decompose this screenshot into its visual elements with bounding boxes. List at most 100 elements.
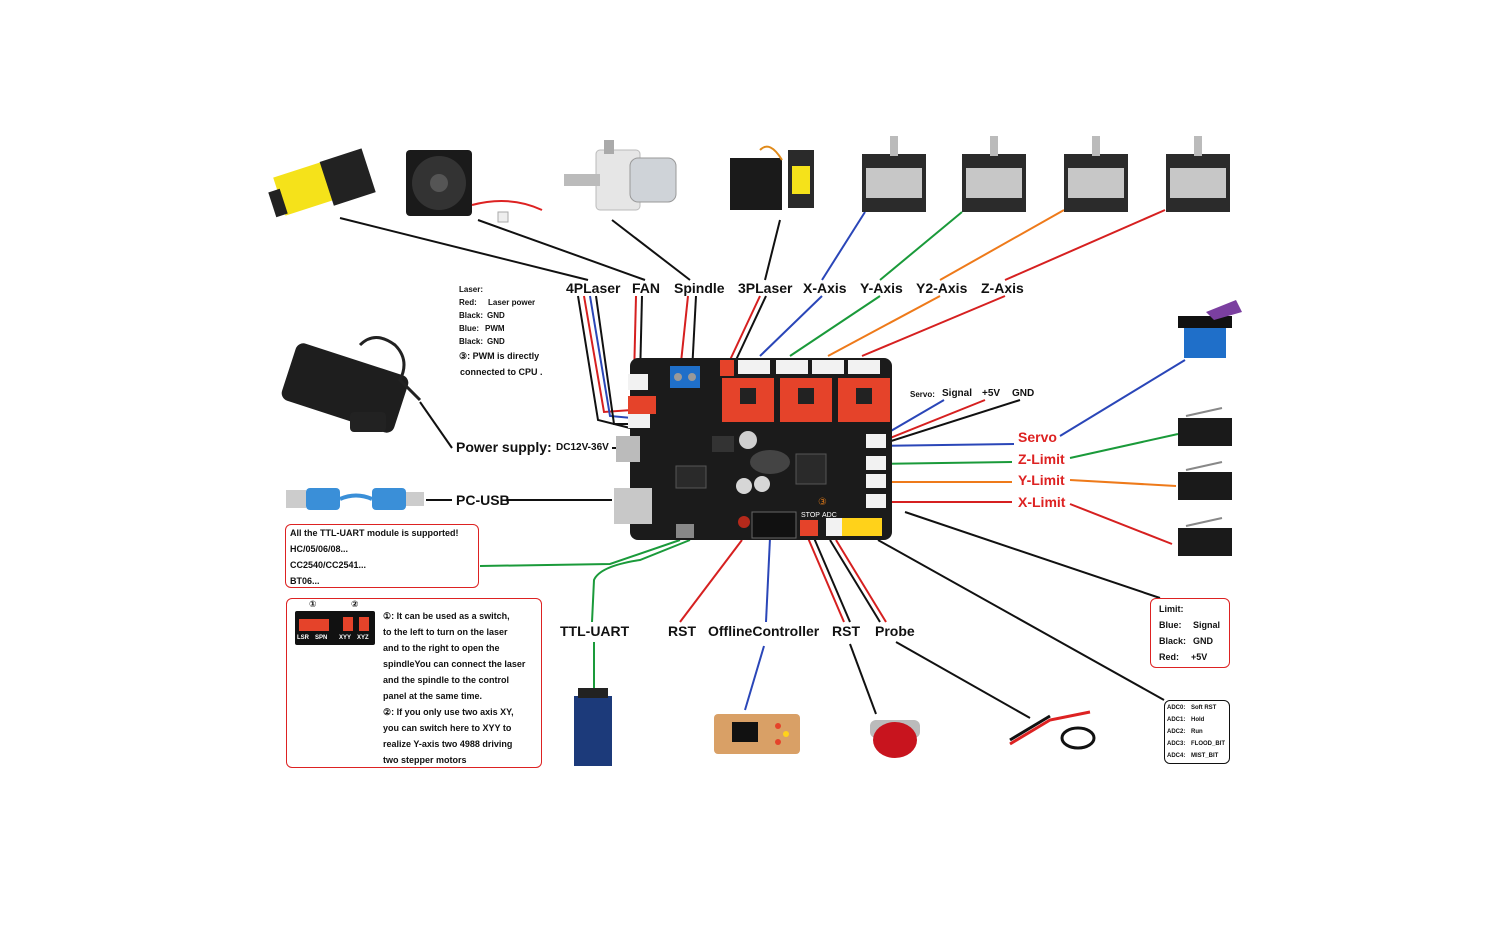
label-spindle: Spindle [674,280,725,296]
stepper-motor-icon [1064,136,1128,212]
offline-controller-icon [714,714,800,754]
label-power-supply: Power supply: [456,439,552,455]
usb-port [614,488,652,524]
wire-3p-red [729,295,761,361]
wire-z-limit [869,461,1013,465]
wire-limit-legend [904,511,1161,599]
laser-legend-key: Red: [459,298,477,307]
wire-y-limit-device [1069,479,1177,487]
limit-legend-val: Signal [1193,620,1221,630]
switch-text-line: two stepper motors [383,755,467,765]
header-y-limit [866,474,886,488]
adc-val: MIST_BIT [1191,753,1219,759]
power-adapter-icon [281,336,422,433]
servo-pin-gnd: GND [1012,388,1035,399]
uart-info-box: All the TTL-UART module is supported! HC… [285,524,479,588]
adc-val: FLOOD_BIT [1191,741,1225,747]
label-ttl-uart: TTL-UART [560,623,630,639]
laser-legend-val: Laser power [488,298,536,307]
label-x-axis: X-Axis [803,280,847,296]
limit-switch-icon [1178,461,1232,500]
wire-servo [871,443,1015,447]
header-fan [628,374,648,390]
wire-power [419,401,453,449]
label-y2-axis: Y2-Axis [916,280,968,296]
limit-switch-icon [1178,517,1232,556]
limit-legend-key: Blue: [1159,620,1182,630]
wire-probe-device [895,641,1031,719]
wire-servo-gnd [887,399,1021,443]
servo-icon [1178,300,1242,358]
laser-legend-val: GND [487,311,505,320]
wire-rst2-device [849,643,877,715]
servo-pin-signal: Signal [942,388,973,399]
header-x-limit [866,494,886,508]
wire-y2-to-board [827,295,941,357]
wire-z-limit-device [1069,433,1179,459]
spindle-icon [564,140,677,211]
jumper-panel: LSR SPN XYY XYZ [295,611,375,645]
adc-val: Hold [1191,717,1205,723]
jumper-label: LSR [297,635,309,641]
label-offline-controller: OfflineController [708,623,820,639]
header-y [776,360,808,374]
wire-x-axis [821,211,866,281]
wire-ttl-uart [591,539,691,623]
label-rst: RST [668,623,696,639]
board-stop-text: STOP [801,512,820,519]
switch-marker-1: ① [309,600,317,610]
adc-header [842,518,882,536]
adc-key: ADC0: [1167,705,1186,711]
switch-info-box: LSR SPN XYY XYZ ① ② ①: It can be used as… [286,598,542,768]
switch-text-line: to the left to turn on the laser [383,627,508,637]
wire-x-to-board [759,295,823,357]
wire-3p-black [735,295,767,361]
switch-marker-2: ② [351,600,359,610]
laser-module-icon [268,148,376,218]
servo-pin-5v: +5V [982,388,1001,399]
label-pc-usb: PC-USB [456,492,510,508]
jumper-label: XYZ [357,635,369,641]
laser-3pin-icon [730,145,814,210]
limit-legend-key: Black: [1159,636,1187,646]
limit-legend-val: GND [1193,636,1213,646]
wire-y2-axis [939,209,1065,281]
wire-uart-box [479,539,681,567]
laser-legend-key: Black: [459,311,484,320]
laser-legend-key: Blue: [459,324,479,333]
adc-legend-box: ADC0: Soft RST ADC1: Hold ADC2: Run ADC3… [1164,700,1230,764]
wire-servo-device [1059,359,1186,437]
limit-legend-val: +5V [1191,652,1208,662]
wire-4p-blue [589,295,633,419]
label-z-limit: Z-Limit [1018,451,1065,467]
stepper-motor-icon [1166,136,1230,212]
limit-switch-icon [1178,407,1232,446]
header-3plaser [720,360,734,376]
wire-fan [477,219,646,281]
wire-adc-legend [877,539,1165,701]
wire-y-to-board [789,295,881,357]
wire-z-axis [1004,209,1166,281]
label-3plaser: 3PLaser [738,280,793,296]
wire-y-axis [879,211,963,281]
stepper-drivers [722,378,890,422]
switch-text-line: and the spindle to the control [383,675,509,685]
wire-servo-5v [879,399,986,443]
switch-text-line: and to the right to open the [383,643,500,653]
stepper-motor-icon [862,136,926,212]
wire-4p-black2 [595,295,634,425]
board-adc-text: ADC [822,512,837,519]
wire-rst2-black [813,537,851,623]
fan-icon [406,150,543,223]
wire-x-limit-device [1069,503,1173,545]
board-circle-3: ③ [818,497,827,508]
label-probe: Probe [875,623,915,639]
wire-4p-black1 [577,295,631,429]
label-4plaser: 4PLaser [566,280,621,296]
wire-rst1 [679,539,743,623]
probe-clip-icon [1009,710,1096,750]
stepper-motor-icon [962,136,1026,212]
uart-info-line: CC2540/CC2541... [290,560,367,570]
power-jack [616,436,640,462]
adc-key: ADC1: [1167,717,1186,723]
